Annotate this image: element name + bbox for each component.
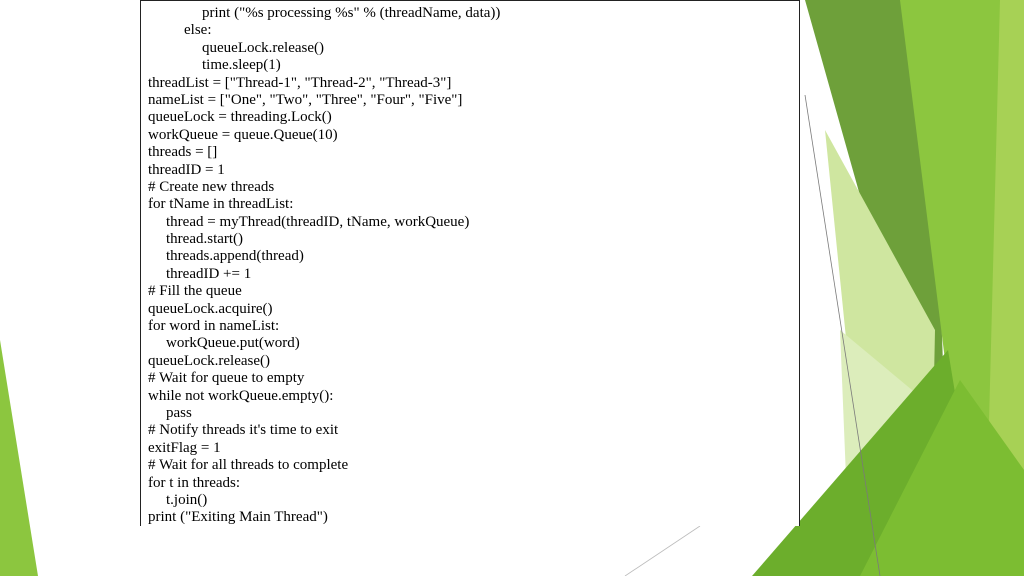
code-line: for word in nameList: — [148, 318, 280, 335]
code-line: threadID = 1 — [148, 161, 225, 178]
code-line: workQueue = queue.Queue(10) — [148, 126, 338, 143]
code-line: else: — [184, 22, 212, 39]
code-line: threads.append(thread) — [166, 248, 304, 265]
code-line: # Notify threads it's time to exit — [148, 422, 339, 439]
code-line: threadList = ["Thread-1", "Thread-2", "T… — [148, 74, 452, 91]
code-line: queueLock.acquire() — [148, 300, 273, 317]
code-line: threads = [] — [148, 144, 218, 161]
code-line: while not workQueue.empty(): — [148, 387, 334, 404]
bottom-shape-mid — [860, 380, 1024, 576]
bottom-thin-line — [624, 525, 701, 576]
code-line: pass — [166, 404, 192, 421]
code-line: t.join() — [166, 491, 208, 508]
code-line: for tName in threadList: — [148, 196, 294, 213]
code-line: queueLock.release() — [202, 39, 325, 56]
left-green-sliver — [0, 340, 38, 576]
code-line: # Create new threads — [148, 178, 275, 195]
code-line: workQueue.put(word) — [166, 335, 300, 352]
code-line: # Fill the queue — [148, 283, 242, 300]
code-line: print ("Exiting Main Thread") — [148, 509, 328, 526]
code-line: thread.start() — [166, 231, 244, 248]
code-line: for t in threads: — [148, 474, 241, 491]
right-thin-line — [804, 94, 881, 576]
code-panel: print ("%s processing %s" % (threadName,… — [140, 0, 800, 526]
code-line: nameList = ["One", "Two", "Three", "Four… — [148, 91, 463, 108]
code-line: queueLock = threading.Lock() — [148, 109, 332, 126]
code-line: queueLock.release() — [148, 352, 271, 369]
code-line: threadID += 1 — [166, 265, 252, 282]
code-line: # Wait for queue to empty — [148, 370, 305, 387]
code-line: print ("%s processing %s" % (threadName,… — [202, 5, 501, 21]
code-line: exitFlag = 1 — [148, 439, 221, 456]
code-block: print ("%s processing %s" % (threadName,… — [141, 1, 799, 526]
code-line: # Wait for all threads to complete — [148, 457, 349, 474]
code-line: time.sleep(1) — [202, 57, 281, 74]
code-line: thread = myThread(threadID, tName, workQ… — [166, 213, 470, 230]
